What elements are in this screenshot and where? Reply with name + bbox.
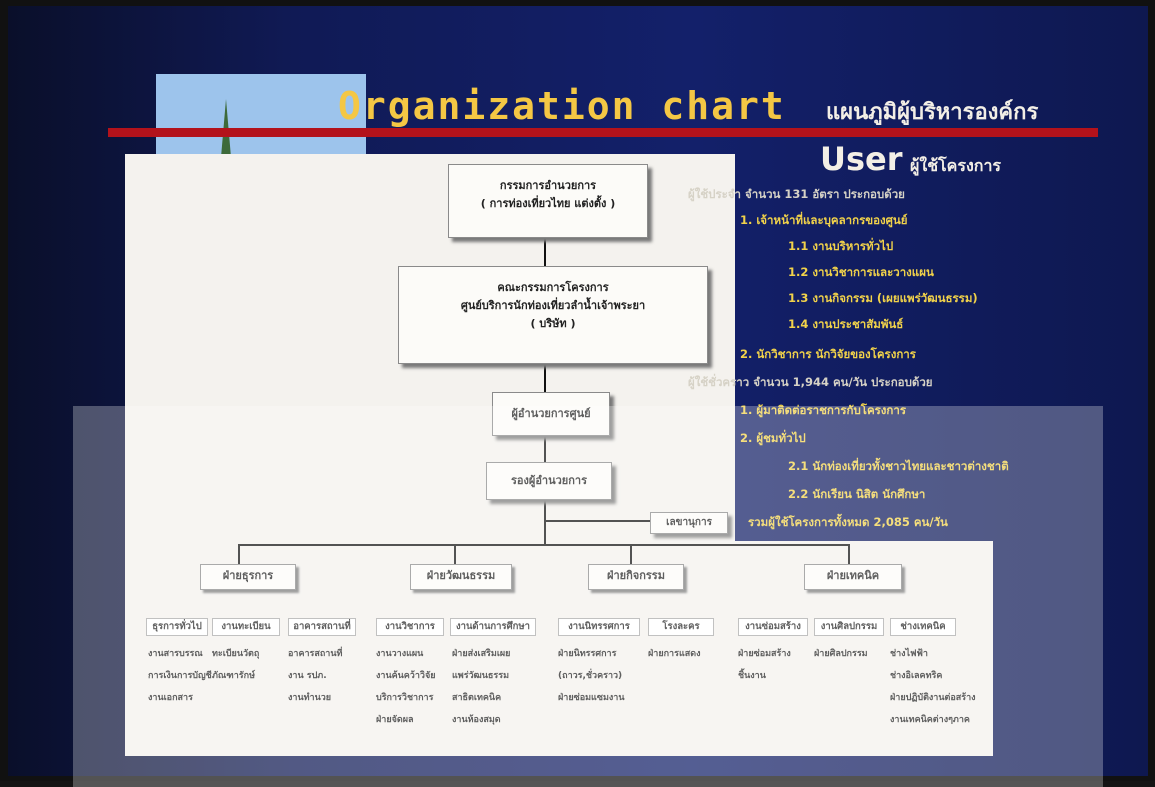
unit-item: ฝ่ายศิลปกรรม	[814, 649, 868, 659]
unit-head: งานศิลปกรรม	[814, 618, 884, 636]
slide-title: Organization chart	[338, 84, 786, 128]
box-label: ( บริษัท )	[530, 317, 576, 330]
director-box: ผู้อำนวยการศูนย์	[492, 392, 610, 436]
unit-head: ช่างเทคนิค	[890, 618, 956, 636]
user-line: 2. ผู้ชมทั่วไป	[740, 431, 806, 445]
unit-item: งานค้นคว้าวิจัย	[376, 671, 436, 681]
dept-technical: ฝ่ายเทคนิค	[804, 564, 902, 590]
unit-item: ฝ่ายซ่อมสร้าง	[738, 649, 791, 659]
box-label: กรรมการอำนวยการ	[499, 179, 597, 192]
unit-item: บริการวิชาการ	[376, 693, 434, 703]
unit-item: แพร่วัฒนธรรม	[452, 671, 509, 681]
box-label: คณะกรรมการโครงการ	[497, 281, 609, 294]
unit-item: ชิ้นงาน	[738, 671, 766, 681]
unit-item: การเงินการบัญชี	[148, 671, 212, 681]
slide-background: Organization chart แผนภูมิผู้บริหารองค์ก…	[8, 6, 1148, 787]
unit-item: งานทำนวย	[288, 693, 332, 703]
unit-item: ภัณฑารักษ์	[212, 671, 256, 681]
unit-item: อาคารสถานที่	[288, 649, 343, 659]
user-line: 1. ผู้มาติดต่อราชการกับโครงการ	[740, 403, 907, 417]
unit-head: อาคารสถานที่	[288, 618, 356, 636]
unit-item: ฝ่ายซ่อมแซมงาน	[558, 693, 625, 703]
unit-item: ฝ่ายส่งเสริมเผย	[452, 649, 511, 659]
unit-item: ช่างไฟฟ้า	[890, 649, 928, 659]
user-heading: User	[820, 140, 903, 178]
title-underline	[108, 128, 1098, 137]
unit-item: ทะเบียนวัตถุ	[212, 649, 260, 659]
unit-head: งานซ่อมสร้าง	[738, 618, 808, 636]
user-line: 1.4 งานประชาสัมพันธ์	[788, 317, 904, 331]
unit-item: งานเทคนิคต่างๆภาค	[890, 715, 970, 725]
user-line: รวมผู้ใช้โครงการทั้งหมด 2,085 คน/วัน	[748, 515, 948, 529]
unit-item: ฝ่ายการแสดง	[648, 649, 701, 659]
dept-culture: ฝ่ายวัฒนธรรม	[410, 564, 512, 590]
connector-line	[544, 238, 546, 266]
unit-item: งานสารบรรณ	[148, 649, 203, 659]
box-label: ศูนย์บริการนักท่องเที่ยวลำน้ำเจ้าพระยา	[460, 299, 646, 312]
unit-item: งานเอกสาร	[148, 693, 193, 703]
connector-line	[544, 434, 546, 462]
user-line: 1.1 งานบริหารทั่วไป	[788, 239, 894, 253]
user-line: ผู้ใช้ชั่วคราว จำนวน 1,944 คน/วัน ประกอบ…	[688, 375, 933, 389]
user-line: 2.2 นักเรียน นิสิต นักศึกษา	[788, 487, 926, 501]
unit-item: ฝ่ายนิทรรศการ	[558, 649, 617, 659]
unit-item: ฝ่ายปฏิบัติงานต่อสร้าง	[890, 693, 976, 703]
connector-line	[630, 544, 632, 564]
connector-line	[546, 520, 650, 522]
dept-activities: ฝ่ายกิจกรรม	[588, 564, 684, 590]
connector-line	[848, 544, 850, 564]
connector-line	[238, 544, 240, 564]
connector-line	[544, 498, 546, 546]
unit-item: งาน รปภ.	[288, 671, 327, 681]
unit-head: งานวิชาการ	[376, 618, 444, 636]
slide-title-thai: แผนภูมิผู้บริหารองค์กร	[826, 100, 1039, 125]
user-heading-thai: ผู้ใช้โครงการ	[910, 156, 1002, 175]
unit-head: ธุรการทั่วไป	[146, 618, 208, 636]
unit-item: ช่างอิเลคทริค	[890, 671, 943, 681]
unit-head: งานทะเบียน	[212, 618, 280, 636]
connector-line	[238, 544, 850, 546]
user-line: 1. เจ้าหน้าที่และบุคลากรของศูนย์	[740, 213, 908, 227]
user-line: 1.3 งานกิจกรรม (เผยแพร่วัฒนธรรม)	[788, 291, 978, 305]
board-of-directors-box: กรรมการอำนวยการ ( การท่องเที่ยวไทย แต่งต…	[448, 164, 648, 238]
user-line: 2. นักวิชาการ นักวิจัยของโครงการ	[740, 347, 916, 361]
user-line: ผู้ใช้ประจำ จำนวน 131 อัตรา ประกอบด้วย	[688, 187, 905, 201]
unit-item: สาธิตเทคนิค	[452, 693, 502, 703]
unit-head: งานนิทรรศการ	[558, 618, 640, 636]
unit-head: งานด้านการศึกษา	[450, 618, 536, 636]
project-committee-box: คณะกรรมการโครงการ ศูนย์บริการนักท่องเที่…	[398, 266, 708, 364]
unit-item: งานวางแผน	[376, 649, 424, 659]
unit-item: งานห้องสมุด	[452, 715, 501, 725]
connector-line	[544, 364, 546, 392]
user-line: 2.1 นักท่องเที่ยวทั้งชาวไทยและชาวต่างชาต…	[788, 459, 1009, 473]
secretary-box: เลขานุการ	[650, 512, 728, 534]
box-label: ( การท่องเที่ยวไทย แต่งตั้ง )	[480, 197, 616, 210]
user-line: 1.2 งานวิชาการและวางแผน	[788, 265, 934, 279]
unit-item: (ถาวร,ชั่วคราว)	[558, 671, 623, 681]
dept-administration: ฝ่ายธุรการ	[200, 564, 296, 590]
unit-head: โรงละคร	[648, 618, 714, 636]
deputy-director-box: รองผู้อำนวยการ	[486, 462, 612, 500]
unit-item: ฝ่ายจัดผล	[376, 715, 414, 725]
connector-line	[454, 544, 456, 564]
